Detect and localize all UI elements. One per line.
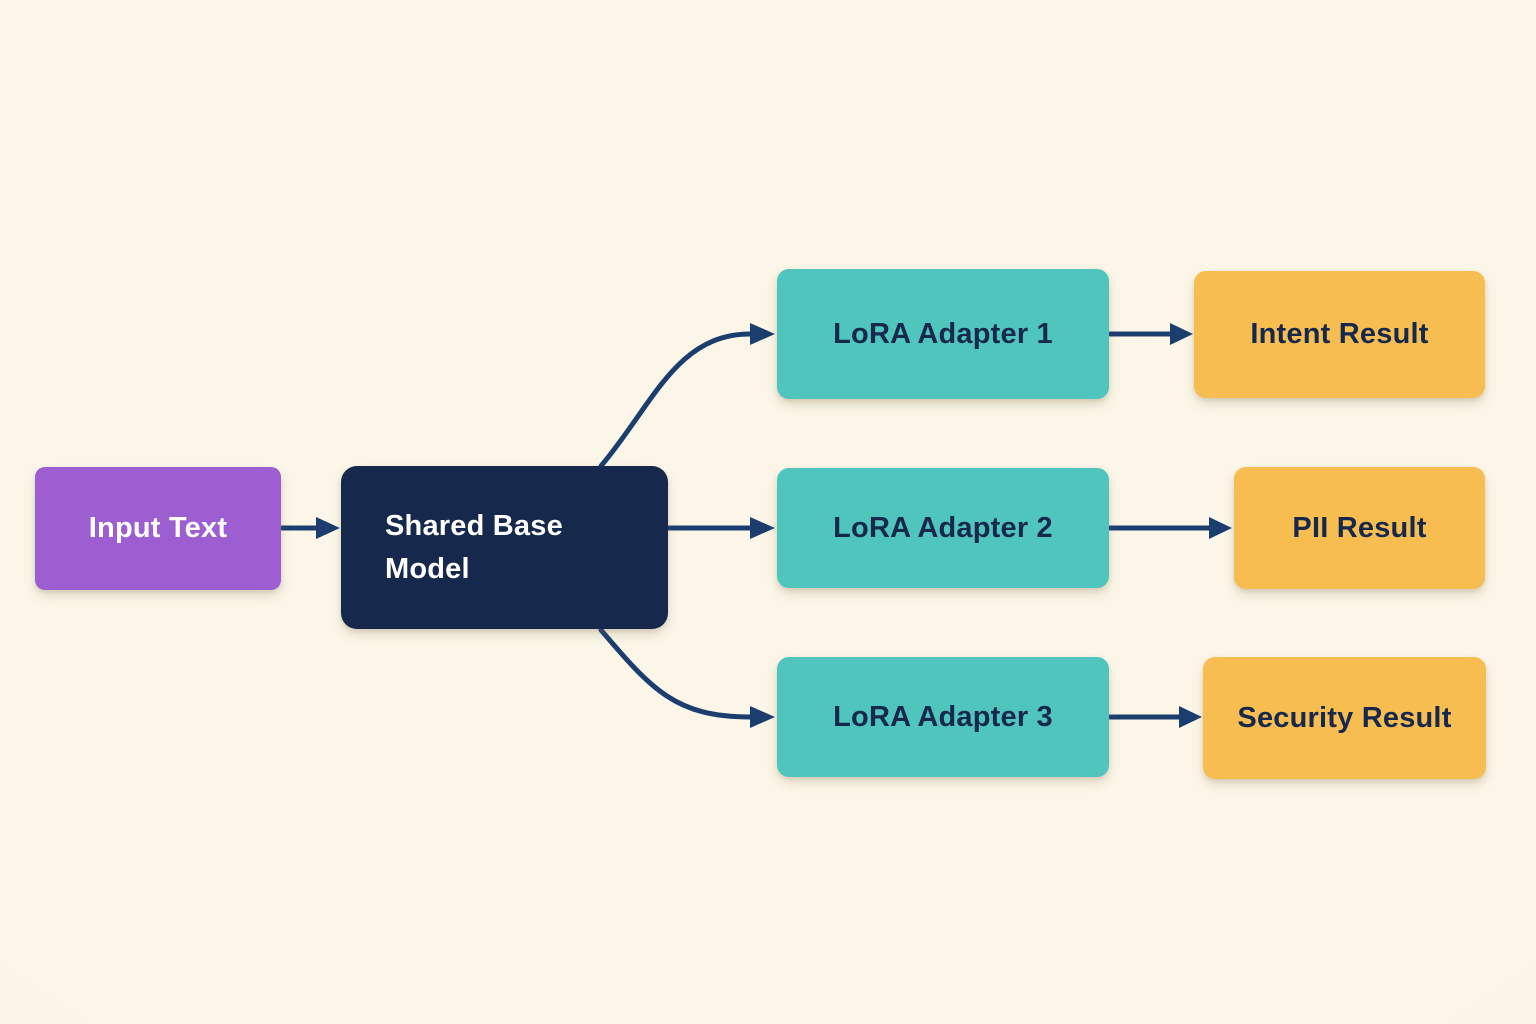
node-lora-adapter-1-label: LoRA Adapter 1 <box>833 317 1053 350</box>
node-shared-base-model-label: Shared Base Model <box>385 510 563 585</box>
node-lora-adapter-3: LoRA Adapter 3 <box>777 657 1109 777</box>
edge-adapter2-to-pii <box>1107 517 1232 539</box>
node-lora-adapter-2: LoRA Adapter 2 <box>777 468 1109 588</box>
node-input-text: Input Text <box>35 467 281 590</box>
edge-base-to-adapter1 <box>598 323 775 469</box>
node-shared-base-model: Shared Base Model <box>341 466 668 629</box>
node-lora-adapter-1: LoRA Adapter 1 <box>777 269 1109 399</box>
node-pii-result-label: PII Result <box>1292 511 1427 544</box>
node-pii-result: PII Result <box>1234 467 1485 589</box>
node-intent-result-label: Intent Result <box>1250 318 1429 351</box>
node-security-result: Security Result <box>1203 657 1486 779</box>
edge-input-to-base <box>279 517 340 539</box>
node-lora-adapter-3-label: LoRA Adapter 3 <box>833 700 1053 733</box>
node-security-result-label: Security Result <box>1237 701 1452 734</box>
edge-base-to-adapter3 <box>598 627 775 728</box>
node-lora-adapter-2-label: LoRA Adapter 2 <box>833 511 1053 544</box>
edge-adapter3-to-security <box>1107 706 1202 728</box>
node-input-text-label: Input Text <box>88 512 228 545</box>
node-intent-result: Intent Result <box>1194 271 1485 398</box>
edge-adapter1-to-intent <box>1107 323 1193 345</box>
edge-base-to-adapter2 <box>665 517 775 539</box>
